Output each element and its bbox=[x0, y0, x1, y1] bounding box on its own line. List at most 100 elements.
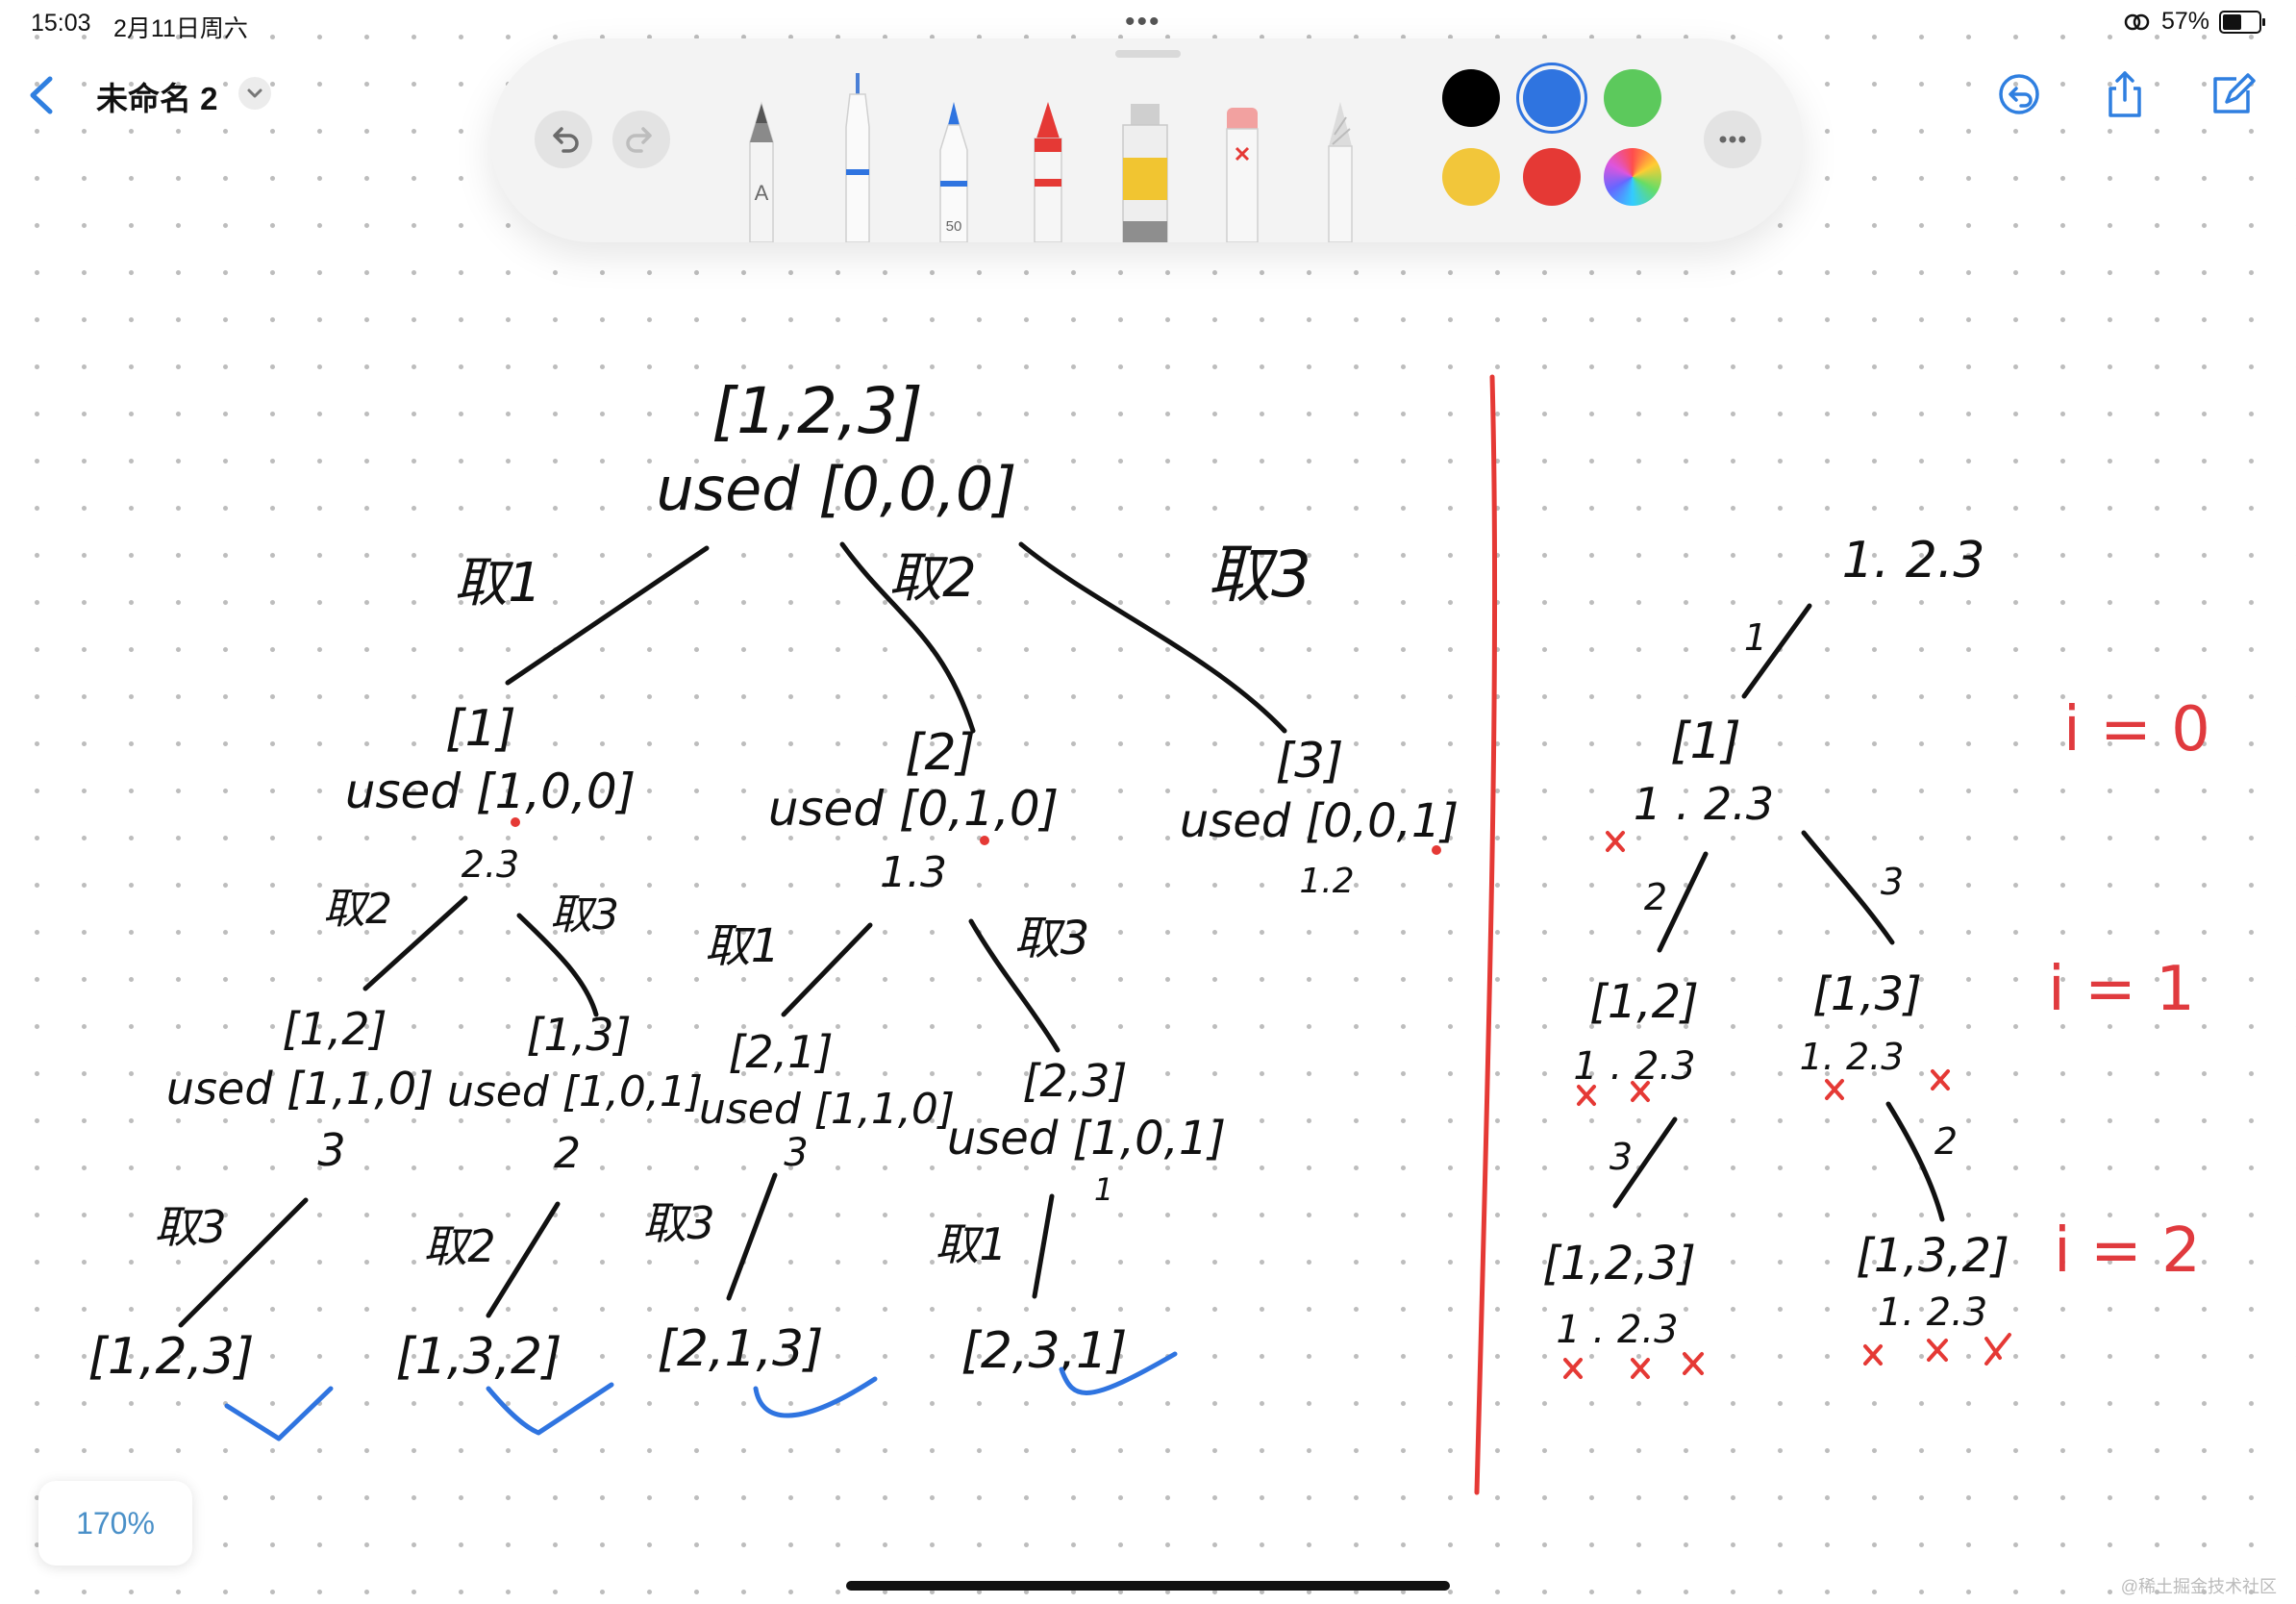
node-23: [2,3] bbox=[1022, 1055, 1127, 1107]
battery-percent: 57% bbox=[2160, 8, 2209, 35]
edge-21-3 bbox=[726, 1172, 778, 1301]
document-title[interactable]: 未命名 2 bbox=[96, 81, 218, 116]
edge-label-take-3-e: 取3 bbox=[642, 1197, 714, 1249]
back-chevron-icon[interactable] bbox=[21, 71, 60, 119]
redo-icon bbox=[626, 127, 652, 153]
edge-label-take-3-a: 取3 bbox=[550, 890, 619, 940]
checkmark-3-icon bbox=[753, 1376, 878, 1418]
zoom-level-indicator[interactable]: 170% bbox=[38, 1481, 192, 1566]
fineliner-tool[interactable] bbox=[836, 73, 879, 242]
node-1-remaining: 2.3 bbox=[462, 843, 519, 886]
edge-label-take-2-d: 取2 bbox=[423, 1220, 495, 1272]
multitasking-dots[interactable]: ••• bbox=[1125, 6, 1161, 38]
eraser-tool[interactable] bbox=[1221, 96, 1263, 242]
ellipsis-icon bbox=[1719, 136, 1746, 143]
color-black-swatch[interactable] bbox=[1442, 69, 1500, 127]
undo-history-icon[interactable] bbox=[1995, 69, 2043, 119]
svg-text:A: A bbox=[755, 181, 769, 205]
right-root: 1. 2.3 bbox=[1842, 532, 1985, 589]
share-icon[interactable] bbox=[2101, 69, 2149, 119]
node-3-remaining: 1.2 bbox=[1299, 862, 1354, 901]
status-date: 2月11日周六 bbox=[113, 15, 248, 42]
right-node-123: [1,2,3] bbox=[1542, 1237, 1696, 1291]
right-edge-label-1: 1 bbox=[1744, 616, 1767, 659]
compose-icon[interactable] bbox=[2208, 69, 2256, 119]
edge-label-take-2: 取2 bbox=[888, 547, 977, 610]
home-indicator[interactable] bbox=[846, 1581, 1450, 1591]
right-node-123-choices: 1 . 2.3 bbox=[1556, 1308, 1678, 1352]
right-node-1-choices: 1 . 2.3 bbox=[1634, 778, 1774, 830]
node-13-remaining: 2 bbox=[554, 1129, 581, 1178]
pencil-tool[interactable] bbox=[1319, 96, 1361, 242]
right-node-12: [1,2] bbox=[1589, 975, 1699, 1029]
node-12-remaining: 3 bbox=[317, 1124, 345, 1176]
edge-2-3 bbox=[968, 918, 1061, 1053]
leaf-123: [1,2,3] bbox=[88, 1328, 255, 1386]
color-red-swatch[interactable] bbox=[1523, 148, 1581, 206]
battery-icon bbox=[2219, 10, 2265, 34]
right-node-13: [1,3] bbox=[1812, 967, 1922, 1021]
edge-take-1 bbox=[505, 545, 710, 686]
title-menu-button[interactable] bbox=[238, 77, 271, 110]
node-23-used: used [1,0,1] bbox=[947, 1112, 1226, 1165]
watercolor-tool[interactable] bbox=[1117, 96, 1173, 242]
edge-label-take-2-a: 取2 bbox=[323, 885, 392, 934]
color-yellow-swatch[interactable] bbox=[1442, 148, 1500, 206]
used-marker-2 bbox=[980, 836, 989, 845]
node-1-used: used [1,0,0] bbox=[345, 764, 636, 819]
edge-label-take-3-c: 取3 bbox=[154, 1201, 226, 1253]
node-2-used: used [0,1,0] bbox=[768, 781, 1059, 837]
chevron-down-icon bbox=[247, 88, 262, 98]
red-divider-line bbox=[1474, 374, 1498, 1495]
node-13: [1,3] bbox=[526, 1009, 631, 1061]
edge-1-2 bbox=[362, 895, 468, 991]
checkmark-4-icon bbox=[1059, 1351, 1178, 1395]
checkmark-1-icon bbox=[224, 1386, 334, 1441]
undo-button[interactable] bbox=[535, 111, 592, 168]
leaf-213: [2,1,3] bbox=[658, 1320, 824, 1378]
more-options-button[interactable] bbox=[1704, 111, 1761, 168]
node-21: [2,1] bbox=[728, 1026, 833, 1078]
right-node-1: [1] bbox=[1670, 713, 1741, 770]
node-2-remaining: 1.3 bbox=[880, 848, 947, 897]
right-edge-label-2b: 2 bbox=[1934, 1120, 1958, 1163]
node-12-used: used [1,1,0] bbox=[166, 1063, 434, 1115]
edge-13-2 bbox=[486, 1201, 561, 1318]
screen-mirroring-icon bbox=[2124, 13, 2150, 30]
red-x-marks bbox=[1563, 831, 2011, 1379]
undo-icon bbox=[553, 127, 579, 153]
annotation-i-2: i = 2 bbox=[2054, 1216, 2201, 1287]
edge-23-1 bbox=[1032, 1193, 1055, 1299]
edge-2-1 bbox=[781, 922, 873, 1017]
edge-take-2 bbox=[839, 541, 976, 734]
used-marker-3 bbox=[1432, 845, 1441, 855]
edge-12-3 bbox=[178, 1197, 309, 1328]
right-edge-label-3b: 3 bbox=[1610, 1136, 1633, 1178]
monoline-pen-tool[interactable]: A bbox=[742, 96, 781, 242]
color-green-swatch[interactable] bbox=[1604, 69, 1661, 127]
edge-label-take-1-f: 取1 bbox=[935, 1218, 1007, 1270]
node-13-used: used [1,0,1] bbox=[447, 1067, 703, 1116]
edge-label-take-1-b: 取1 bbox=[705, 919, 781, 973]
color-picker-swatch[interactable] bbox=[1604, 148, 1661, 206]
redo-button[interactable] bbox=[612, 111, 670, 168]
right-edge-3 bbox=[1801, 830, 1895, 945]
toolbar-handle[interactable] bbox=[1115, 50, 1181, 58]
node-12: [1,2] bbox=[282, 1003, 387, 1055]
right-node-132-choices: 1. 2.3 bbox=[1878, 1291, 1988, 1335]
svg-text:50: 50 bbox=[946, 218, 962, 235]
right-node-12-choices: 1 . 2.3 bbox=[1573, 1044, 1695, 1089]
node-21-used: used [1,1,0] bbox=[699, 1085, 955, 1134]
annotation-i-0: i = 0 bbox=[2063, 694, 2210, 765]
root-array: [1,2,3] bbox=[711, 374, 922, 448]
color-blue-swatch[interactable] bbox=[1523, 69, 1581, 127]
node-1: [1] bbox=[445, 700, 516, 758]
crayon-tool[interactable] bbox=[1027, 96, 1069, 242]
pen-tool[interactable]: 50 bbox=[933, 96, 975, 242]
annotation-i-1: i = 1 bbox=[2048, 954, 2195, 1025]
node-2: [2] bbox=[905, 724, 976, 782]
right-node-132: [1,3,2] bbox=[1856, 1229, 2009, 1283]
leaf-132: [1,3,2] bbox=[396, 1328, 562, 1386]
edge-label-take-3: 取3 bbox=[1208, 538, 1311, 612]
